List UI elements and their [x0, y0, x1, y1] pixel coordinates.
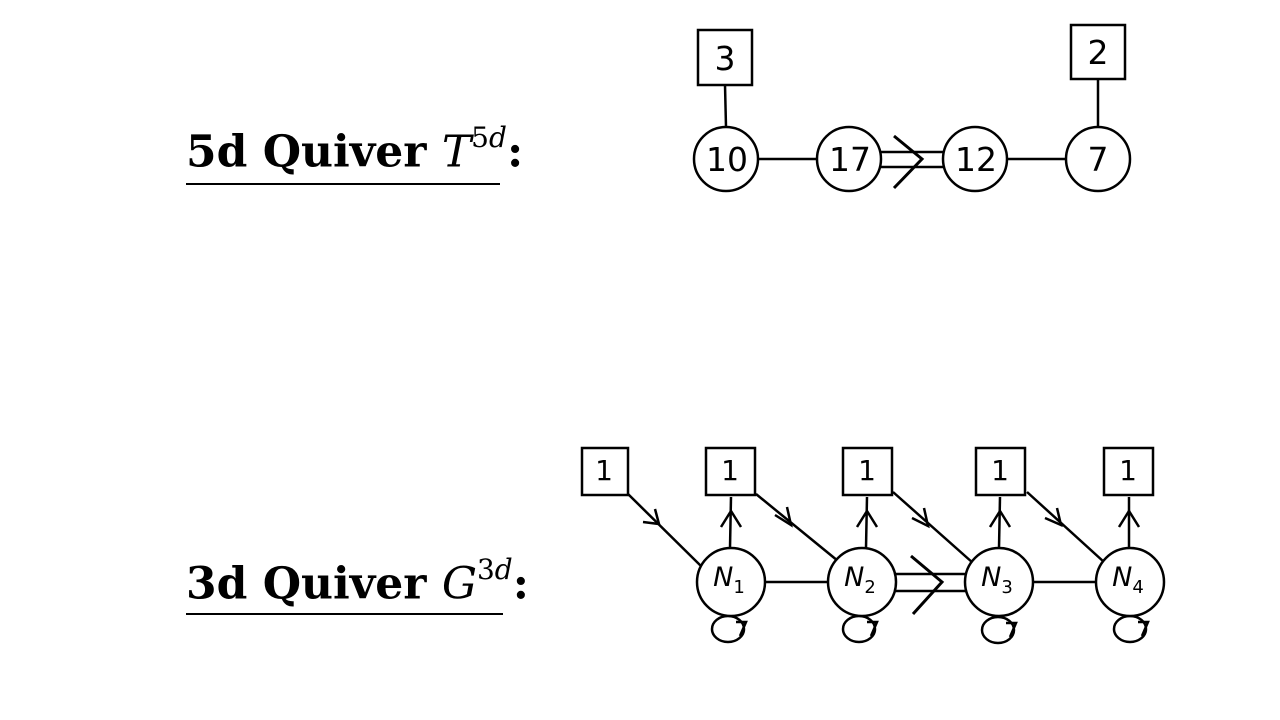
adjoint-loop-N4 [1112, 614, 1150, 644]
quiver-3d-diagram: 1 1 1 1 1 N1 [580, 446, 1166, 645]
gauge-node-N2-letter: N [844, 562, 864, 593]
title-3d-sup-num: 3 [476, 553, 495, 586]
gauge-node-N3-letter: N [981, 562, 1001, 593]
gauge-node-17-label: 17 [829, 140, 871, 179]
title-5d-underline [186, 183, 500, 185]
flavor-node-3: 3 [696, 28, 754, 87]
title-5d-sup-num: 5 [471, 121, 489, 154]
vertical-arrow-N2 [855, 496, 879, 549]
diagonal-arrow-F2-N2 [755, 493, 839, 562]
flavor-node-1e: 1 [1102, 446, 1155, 497]
gauge-node-N2: N2 [826, 546, 898, 618]
title-5d-superscript: 5d [471, 121, 507, 154]
title-3d-quiver: 3d Quiver G3d: [186, 556, 529, 615]
title-3d-symbol: G [441, 558, 477, 610]
title-5d-colon: : [506, 126, 524, 178]
diagonal-arrow-F3-N3 [892, 491, 974, 564]
adjoint-loop-N1 [710, 614, 748, 644]
flavor-node-1e-label: 1 [1119, 454, 1137, 487]
gauge-node-N1-letter: N [713, 562, 733, 593]
flavor-node-1a-label: 1 [595, 454, 613, 487]
flavor-node-1d-label: 1 [991, 454, 1009, 487]
flavor-node-1a: 1 [580, 446, 630, 497]
gauge-node-12: 12 [941, 125, 1009, 193]
edge-flavor3-10 [723, 84, 728, 128]
gauge-node-12-label: 12 [955, 140, 997, 179]
title-5d-quiver: 5d Quiver T5d: [186, 124, 524, 185]
gauge-node-N3: N3 [963, 546, 1035, 618]
svg-text:N1: N1 [713, 562, 745, 598]
vertical-arrow-N1 [719, 496, 743, 549]
title-3d-superscript: 3d [477, 553, 513, 586]
gauge-node-N2-subscript: 2 [864, 577, 875, 598]
title-3d-bold: 3d Quiver [186, 558, 427, 610]
flavor-node-1c: 1 [841, 446, 894, 497]
gauge-node-N4-letter: N [1112, 562, 1132, 593]
gauge-node-N1-subscript: 1 [733, 577, 744, 598]
flavor-node-3-label: 3 [715, 39, 736, 78]
flavor-node-2-label: 2 [1088, 33, 1109, 72]
flavor-node-1c-label: 1 [858, 454, 876, 487]
flavor-node-1b: 1 [704, 446, 757, 497]
title-3d-sup-var: d [494, 553, 513, 586]
gauge-node-N1: N1 [695, 546, 767, 618]
svg-text:N3: N3 [981, 562, 1013, 598]
flavor-node-1d: 1 [974, 446, 1027, 497]
gauge-node-7-label: 7 [1088, 140, 1109, 179]
diagonal-arrow-F1-N1 [627, 493, 704, 569]
gauge-node-17: 17 [815, 125, 883, 193]
title-5d-symbol: T [441, 126, 472, 178]
gauge-node-N4: N4 [1094, 546, 1166, 618]
title-3d-colon: : [512, 558, 529, 610]
svg-text:N4: N4 [1112, 562, 1144, 598]
gauge-node-10: 10 [692, 125, 760, 193]
svg-text:N2: N2 [844, 562, 876, 598]
quiver-5d-diagram: 10 17 12 7 3 2 [692, 23, 1132, 193]
adjoint-loop-N3 [980, 615, 1018, 645]
title-5d-sup-var: d [489, 121, 507, 154]
double-edge-arrowhead [892, 134, 925, 190]
gauge-node-N3-subscript: 3 [1001, 577, 1012, 598]
gauge-node-10-label: 10 [706, 140, 748, 179]
title-3d-underline [186, 613, 503, 615]
double-edge-arrowhead-3d [910, 554, 945, 616]
gauge-node-N4-subscript: 4 [1132, 577, 1143, 598]
flavor-node-2: 2 [1069, 23, 1127, 81]
vertical-arrow-N4 [1117, 497, 1141, 548]
diagonal-arrow-F4-N4 [1026, 491, 1105, 563]
flavor-node-1b-label: 1 [721, 454, 739, 487]
title-5d-bold: 5d Quiver [186, 126, 427, 178]
vertical-arrow-N3 [988, 496, 1012, 549]
gauge-node-7: 7 [1064, 125, 1132, 193]
adjoint-loop-N2 [841, 614, 879, 644]
